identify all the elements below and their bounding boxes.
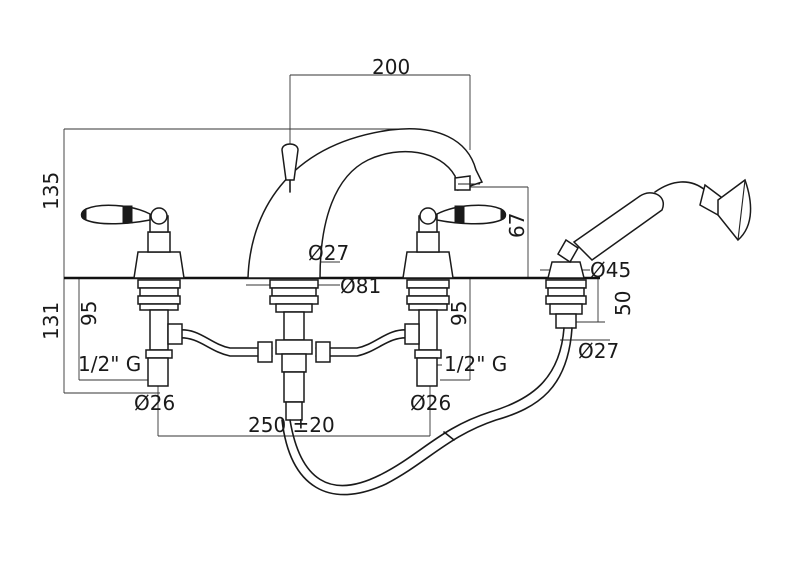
right-tail-dia-label: Ø26 bbox=[410, 391, 451, 415]
diverter-knob bbox=[281, 143, 299, 193]
spout-shank bbox=[269, 279, 319, 421]
handshower-shank bbox=[545, 279, 587, 329]
handshower-flange-dia-label: Ø45 bbox=[590, 258, 631, 282]
right-valve bbox=[402, 204, 507, 279]
handshower-shank-dia-label: Ø27 bbox=[578, 339, 619, 363]
left-valve bbox=[80, 204, 185, 279]
left-tail bbox=[137, 279, 181, 387]
right-inlet-thread-label: 1/2" G bbox=[444, 352, 507, 376]
handshower bbox=[547, 178, 752, 279]
right-tail bbox=[406, 279, 450, 387]
spout-height-label: 67 bbox=[505, 213, 529, 238]
below-deck-right-label: 95 bbox=[447, 301, 471, 326]
spout-reach-label: 200 bbox=[372, 55, 410, 79]
connecting-pipes bbox=[167, 323, 420, 363]
dimension-labels: 200 135 67 131 95 95 50 Ø27 Ø81 Ø45 Ø27 … bbox=[39, 55, 635, 437]
spout-flange-dia-label: Ø81 bbox=[340, 274, 381, 298]
spout-shank-dia-label: Ø27 bbox=[308, 241, 349, 265]
below-deck-left-label: 95 bbox=[77, 301, 101, 326]
handshower-tail-label: 50 bbox=[611, 291, 635, 316]
below-deck-total-label: 131 bbox=[39, 302, 63, 340]
shower-hose bbox=[281, 327, 573, 496]
centres-label: 250 ±20 bbox=[248, 413, 335, 437]
overall-height-label: 135 bbox=[39, 172, 63, 210]
left-inlet-thread-label: 1/2" G bbox=[78, 352, 141, 376]
left-tail-dia-label: Ø26 bbox=[134, 391, 175, 415]
